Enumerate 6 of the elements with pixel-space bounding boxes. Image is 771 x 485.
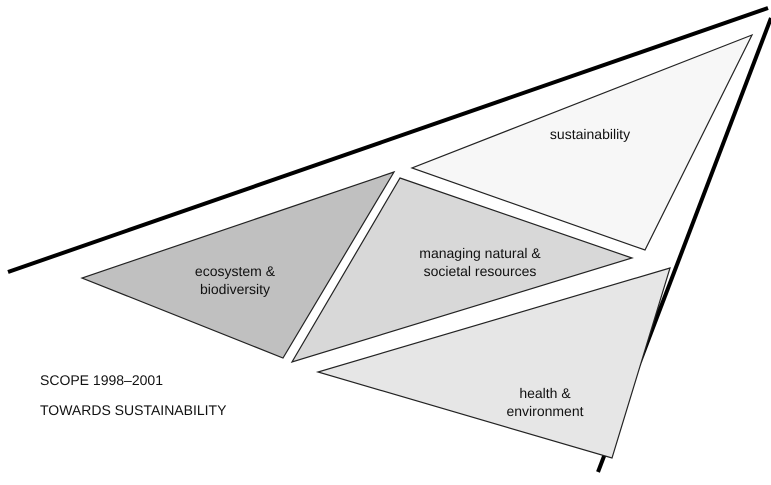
caption-text: SCOPE 1998–2001 xyxy=(40,372,163,388)
region-label: ecosystem & biodiversity xyxy=(194,262,276,298)
region-label: health & environment xyxy=(505,384,585,420)
region-label: sustainability xyxy=(548,125,632,143)
caption-text: TOWARDS SUSTAINABILITY xyxy=(40,402,226,418)
region-label: managing natural & societal resources xyxy=(418,244,542,280)
